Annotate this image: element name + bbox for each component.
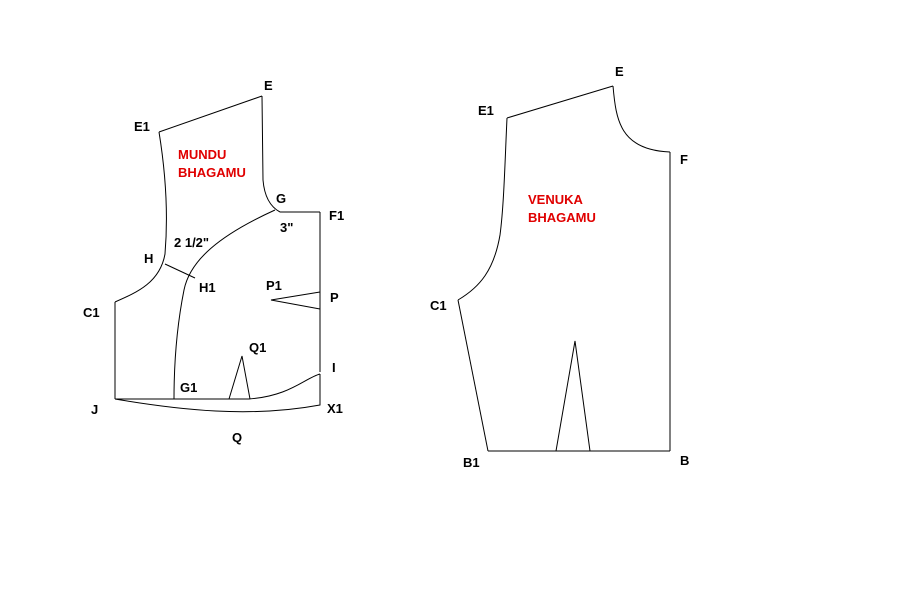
front-label-g: G [276,191,286,206]
back-title-line2: BHAGAMU [528,210,596,225]
back-shoulder-line [506,85,614,119]
front-piece [114,95,321,413]
front-princess-seam [173,209,276,400]
front-label-3in: 3" [280,220,293,235]
front-neck-curve [261,95,281,213]
front-label-x1: X1 [327,401,343,416]
back-waist-dart [555,340,591,452]
back-label-f: F [680,152,688,167]
front-label-q: Q [232,430,242,445]
front-bust-dart [270,291,321,310]
back-piece [457,85,671,452]
back-neck-curve [612,85,671,153]
front-title-line1: MUNDU [178,147,226,162]
back-armhole-curve [457,117,508,301]
back-label-e1: E1 [478,103,494,118]
back-title-line1: VENUKA [528,192,584,207]
front-label-h: H [144,251,153,266]
front-label-h1: H1 [199,280,216,295]
front-label-e: E [264,78,273,93]
front-title-line2: BHAGAMU [178,165,246,180]
front-waist-line [115,373,321,400]
back-side-seam [457,299,489,452]
front-label-c1: C1 [83,305,100,320]
front-label-f1: F1 [329,208,344,223]
front-label-p: P [330,290,339,305]
front-armhole-curve [114,131,167,303]
front-label-2-1-2in: 2 1/2" [174,235,209,250]
front-label-p1: P1 [266,278,282,293]
front-shoulder-line [158,95,263,133]
back-label-b1: B1 [463,455,480,470]
front-hem-curve [114,374,321,413]
back-label-b: B [680,453,689,468]
back-label-c1: C1 [430,298,447,313]
front-label-q1: Q1 [249,340,266,355]
front-h-h1-line [164,263,196,279]
front-label-g1: G1 [180,380,197,395]
front-label-j: J [91,402,98,417]
back-label-e: E [615,64,624,79]
front-label-e1: E1 [134,119,150,134]
front-waist-dart [228,355,251,400]
front-label-i: I [332,360,336,375]
